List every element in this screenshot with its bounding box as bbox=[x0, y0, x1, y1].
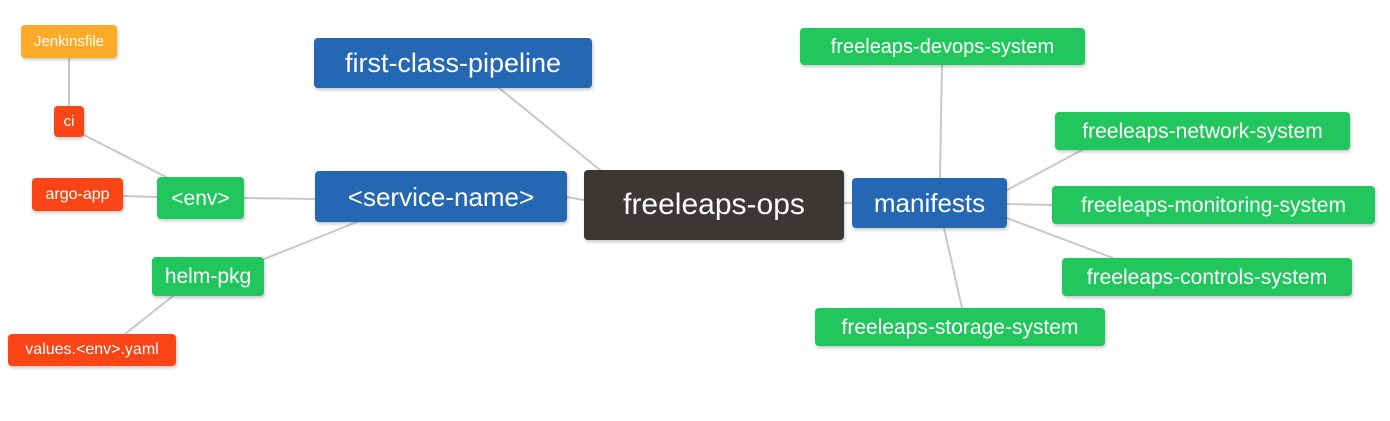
edge-service-name-to-freeleaps-ops bbox=[566, 196, 585, 201]
edge-ci-to-env bbox=[83, 134, 167, 178]
edge-argo-app-to-env bbox=[122, 195, 158, 198]
edge-manifests-to-freeleaps-storage-system bbox=[943, 227, 963, 309]
edge-first-class-pipeline-to-freeleaps-ops bbox=[498, 87, 601, 171]
edge-manifests-to-freeleaps-monitoring-system bbox=[1006, 203, 1053, 206]
node-manifests[interactable]: manifests bbox=[852, 178, 1007, 228]
node-freeleaps-controls-system[interactable]: freeleaps-controls-system bbox=[1062, 258, 1352, 296]
node-jenkinsfile[interactable]: Jenkinsfile bbox=[21, 25, 117, 58]
edge-values-env-yaml-to-helm-pkg bbox=[124, 295, 174, 335]
node-argo-app[interactable]: argo-app bbox=[32, 178, 123, 211]
node-freeleaps-monitoring-system[interactable]: freeleaps-monitoring-system bbox=[1052, 186, 1375, 224]
edge-manifests-to-freeleaps-devops-system bbox=[939, 64, 943, 179]
edge-manifests-to-freeleaps-controls-system bbox=[1006, 217, 1114, 259]
node-freeleaps-ops[interactable]: freeleaps-ops bbox=[584, 170, 844, 240]
node-env[interactable]: <env> bbox=[157, 177, 244, 219]
node-values-env-yaml[interactable]: values.<env>.yaml bbox=[8, 334, 176, 366]
node-freeleaps-network-system[interactable]: freeleaps-network-system bbox=[1055, 112, 1350, 150]
node-ci[interactable]: ci bbox=[54, 106, 84, 137]
node-freeleaps-devops-system[interactable]: freeleaps-devops-system bbox=[800, 28, 1085, 65]
edge-manifests-to-freeleaps-network-system bbox=[1006, 149, 1083, 191]
node-freeleaps-storage-system[interactable]: freeleaps-storage-system bbox=[815, 308, 1105, 346]
node-service-name[interactable]: <service-name> bbox=[315, 171, 567, 222]
edge-env-to-service-name bbox=[243, 197, 316, 200]
edge-helm-pkg-to-service-name bbox=[263, 221, 358, 260]
node-first-class-pipeline[interactable]: first-class-pipeline bbox=[314, 38, 592, 88]
node-helm-pkg[interactable]: helm-pkg bbox=[152, 257, 264, 296]
